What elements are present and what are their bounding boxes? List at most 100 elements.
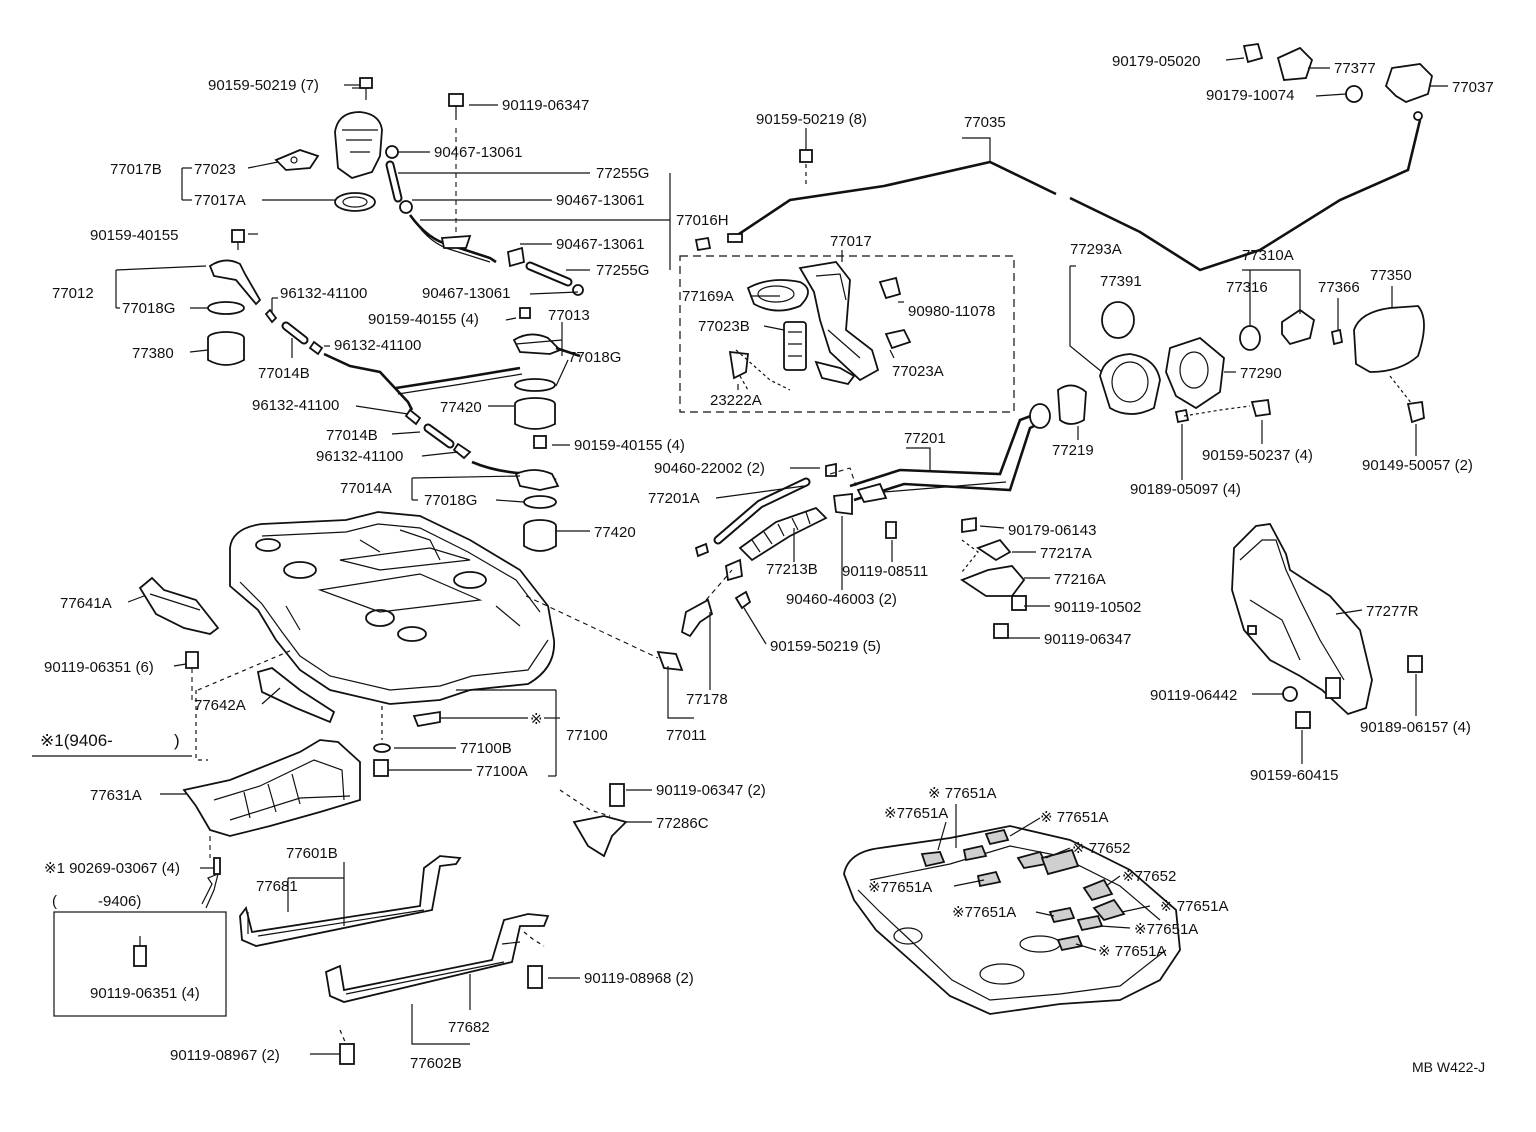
- inset-box: [53, 911, 227, 1017]
- callout-label: 90467-13061: [422, 285, 510, 302]
- callout-label: 77601B: [286, 845, 338, 862]
- callout-label: 77255G: [596, 262, 649, 279]
- callout-label: 77350: [1370, 267, 1412, 284]
- callout-label: 90179-06143: [1008, 522, 1096, 539]
- callout-label: 90159-40155: [90, 227, 178, 244]
- callout-label: 77035: [964, 114, 1006, 131]
- callout-label: 77023A: [892, 363, 944, 380]
- callout-label: 90159-40155 (4): [368, 311, 479, 328]
- callout-label: 77642A: [194, 697, 246, 714]
- inset-bolt-icon: [133, 936, 147, 967]
- fuel-pump-assembly-illustration: [274, 77, 399, 212]
- callout-label: ※77651A: [1134, 921, 1198, 938]
- callout-label: 90460-46003 (2): [786, 591, 897, 608]
- callout-label: 77602B: [410, 1055, 462, 1072]
- fuel-tank-illustration: [229, 511, 555, 777]
- callout-label: 77017B: [110, 161, 162, 178]
- callout-label: ※ 77651A: [928, 785, 996, 802]
- callout-label: 77310A: [1242, 247, 1294, 264]
- insulator-77277r-illustration: [1231, 523, 1423, 729]
- callout-label: ): [174, 731, 180, 750]
- callout-label: 77201A: [648, 490, 700, 507]
- callout-label: 77016H: [676, 212, 729, 229]
- callout-label: 90119-06347: [1044, 631, 1131, 648]
- callout-label: 77216A: [1054, 571, 1106, 588]
- callout-label: 77017A: [194, 192, 246, 209]
- callout-label: ※1 90269-03067 (4): [44, 860, 180, 877]
- callout-label: ※ 77651A: [1160, 898, 1228, 915]
- callout-label: 90467-13061: [556, 192, 644, 209]
- callout-label: 90460-22002 (2): [654, 460, 765, 477]
- callout-label: 90179-10074: [1206, 87, 1294, 104]
- filler-pipe-illustration: [525, 403, 1051, 672]
- callout-label: 90119-10502: [1054, 599, 1141, 616]
- callout-label: ※: [530, 711, 543, 728]
- tank-strap-illustration: [239, 855, 550, 1065]
- callout-label: 77631A: [90, 787, 142, 804]
- callout-label: 77380: [132, 345, 174, 362]
- callout-label: 90159-60415: [1250, 767, 1338, 784]
- callout-label: 77316: [1226, 279, 1268, 296]
- callout-label: 77178: [686, 691, 728, 708]
- callout-label: 77420: [594, 524, 636, 541]
- callout-label: 90119-06347 (2): [656, 782, 766, 799]
- callout-label: 90467-13061: [434, 144, 522, 161]
- callout-label: 77018G: [568, 349, 621, 366]
- callout-label: 90119-06351 (4): [90, 985, 200, 1002]
- bracket-77286c-illustration: [559, 783, 628, 858]
- callout-label: ※77651A: [952, 904, 1016, 921]
- callout-label: 90159-50219 (8): [756, 111, 867, 128]
- callout-label: 90189-05097 (4): [1130, 481, 1241, 498]
- callout-label: ※77651A: [868, 879, 932, 896]
- callout-label: ※ 77651A: [1098, 943, 1166, 960]
- callout-label: 77277R: [1366, 603, 1419, 620]
- callout-label: 77641A: [60, 595, 112, 612]
- callout-label: 77366: [1318, 279, 1360, 296]
- callout-label: 96132-41100: [252, 397, 339, 414]
- callout-label: 77391: [1100, 273, 1142, 290]
- callout-label: 77023: [194, 161, 236, 178]
- callout-label: 77014A: [340, 480, 392, 497]
- callout-label: 77201: [904, 430, 946, 447]
- leader-lines: [115, 57, 1448, 1055]
- callout-label: 90159-50219 (7): [208, 77, 319, 94]
- callout-label: 90119-08967 (2): [170, 1047, 280, 1064]
- callout-label: 77018G: [424, 492, 477, 509]
- fuel-hoses-illustration: [385, 93, 584, 296]
- callout-label: 77014B: [326, 427, 378, 444]
- callout-label: 90149-50057 (2): [1362, 457, 1473, 474]
- callout-label: 77293A: [1070, 241, 1122, 258]
- callout-label: 90159-50237 (4): [1202, 447, 1313, 464]
- callout-label: 77100: [566, 727, 608, 744]
- callout-label: 90159-50219 (5): [770, 638, 881, 655]
- callout-label: 23222A: [710, 392, 762, 409]
- callout-label: ※77652: [1122, 868, 1176, 885]
- callout-label: 77213B: [766, 561, 818, 578]
- callout-label: 77219: [1052, 442, 1094, 459]
- callout-label: ※ 77651A: [1040, 809, 1108, 826]
- filler-pipe-bracket-illustration: [960, 516, 1027, 639]
- callout-label: 77169A: [682, 288, 734, 305]
- callout-label: 90119-06351 (6): [44, 659, 154, 676]
- callout-label: 90119-08968 (2): [584, 970, 694, 987]
- callout-label: 96132-41100: [334, 337, 421, 354]
- footer-code: MB W422-J: [1412, 1059, 1485, 1075]
- callout-label: 77217A: [1040, 545, 1092, 562]
- callout-label: ※1(9406-: [40, 731, 113, 750]
- callout-label: 77018G: [122, 300, 175, 317]
- callout-label: 90119-06347: [502, 97, 589, 114]
- callout-label: 77682: [448, 1019, 490, 1036]
- callout-label: 90159-40155 (4): [574, 437, 685, 454]
- insulator-bracket-illustration: [138, 576, 361, 909]
- callout-label: 77013: [548, 307, 590, 324]
- callout-label: 90179-05020: [1112, 53, 1200, 70]
- callout-label: 77255G: [596, 165, 649, 182]
- callout-label: 90467-13061: [556, 236, 644, 253]
- lid-opener-cable-illustration: [694, 42, 1433, 272]
- callout-label: 77012: [52, 285, 94, 302]
- callout-label: 90980-11078: [908, 303, 995, 320]
- callout-label: (: [52, 893, 57, 910]
- callout-label: 77290: [1240, 365, 1282, 382]
- callout-label: ※77651A: [884, 805, 948, 822]
